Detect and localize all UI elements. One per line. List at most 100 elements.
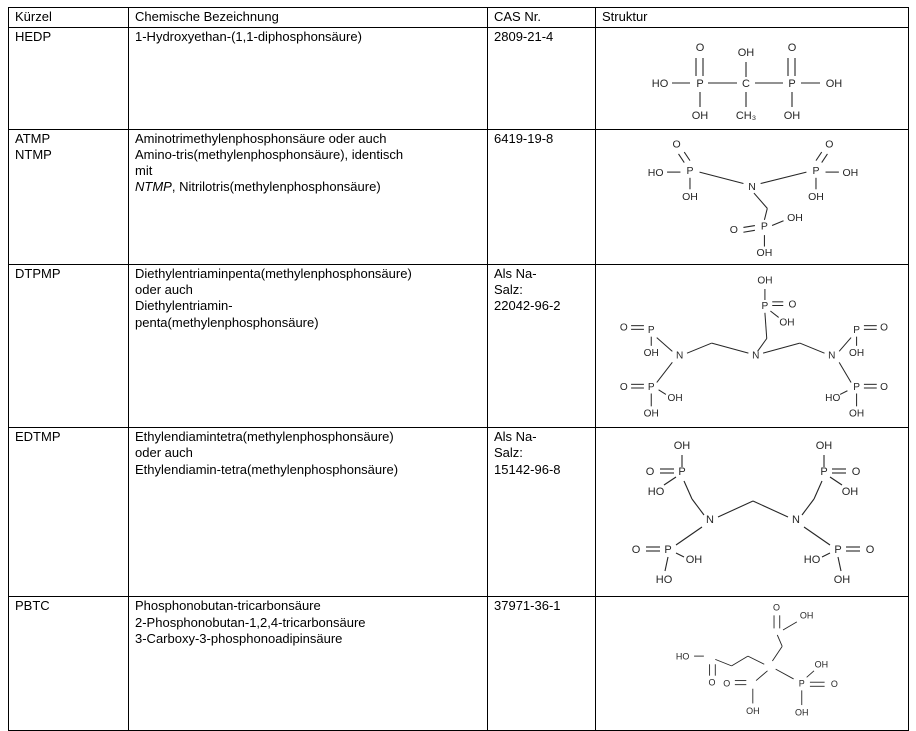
cell-cas: 2809-21-4 <box>487 27 596 130</box>
atom-label: OH <box>746 706 759 716</box>
chem-name-line: penta(methylenphosphonsäure) <box>135 314 319 330</box>
atom-label: HO <box>652 78 669 90</box>
cell-cas: Als Na- Salz: 22042-96-2 <box>487 263 596 429</box>
cell-cas: 37971-36-1 <box>487 596 596 731</box>
abbrev: DTPMP <box>15 265 61 281</box>
cas-line: Salz: <box>494 282 523 297</box>
abbrev: NTMP <box>15 146 52 162</box>
cell-struktur: O P HO OH N O P OH OH P OH O OH <box>595 128 909 265</box>
atom-label: OH <box>686 554 703 566</box>
chem-name-rest: , Nitrilotris(methylenphosphonsäure) <box>171 179 381 195</box>
atom-label: N <box>706 514 714 526</box>
atom-label: OH <box>644 408 659 419</box>
col-header-cas: CAS Nr. <box>487 6 596 29</box>
atom-label: CH₃ <box>736 110 756 122</box>
atom-label: HO <box>648 486 665 498</box>
col-header-bezeichnung: Chemische Bezeichnung <box>128 6 488 29</box>
atom-label: OH <box>668 393 683 404</box>
atom-label: P <box>648 382 655 393</box>
atom-label: P <box>820 466 827 478</box>
cas-line: 22042-96-2 <box>494 298 561 314</box>
atom-label: O <box>880 382 888 393</box>
col-header-struktur: Struktur <box>595 6 909 29</box>
atom-label: OH <box>757 275 772 286</box>
abbrev: EDTMP <box>15 429 61 444</box>
cas-line: Als Na- <box>494 429 537 444</box>
cell-cas: 6419-19-8 <box>487 128 596 265</box>
abbrev: ATMP <box>15 130 51 146</box>
cas-line: 6419-19-8 <box>494 130 554 146</box>
atom-label: OH <box>815 660 828 670</box>
atom-label: OH <box>644 348 659 359</box>
atom-label: P <box>664 544 671 556</box>
atom-label: OH <box>784 110 801 122</box>
structure-edtmp: OH P O HO OH P O OH N N O P OH HO O P HO… <box>632 440 875 586</box>
atom-label: O <box>866 544 875 556</box>
cell-bezeichnung: Aminotrimethylenphosphonsäure oder auch … <box>128 128 488 265</box>
atom-label: O <box>632 544 641 556</box>
cell-bezeichnung: Diethylentriaminpenta(methylenphosphonsä… <box>128 263 488 429</box>
col-header-kuerzel: Kürzel <box>8 6 129 29</box>
cas-line: 15142-96-8 <box>494 461 561 477</box>
cas-line: 37971-36-1 <box>494 598 561 614</box>
chem-name-line: Diethylentriaminpenta(methylenphosphonsä… <box>135 265 412 281</box>
table-row: PBTC Phosphonobutan-tricarbonsäure 2-Pho… <box>8 596 909 731</box>
atom-label: HO <box>825 393 840 404</box>
chem-name-line: mit <box>135 163 153 178</box>
cell-cas: Als Na- Salz: 15142-96-8 <box>487 426 596 598</box>
atom-label: O <box>788 42 797 54</box>
cell-kuerzel: ATMP NTMP <box>8 128 129 265</box>
chem-name-line: 3-Carboxy-3-phosphonoadipinsäure <box>135 630 343 646</box>
cell-struktur: OH P O HO OH P O OH N N O P OH HO O P HO… <box>595 426 909 598</box>
chem-name-line: Ethylendiamintetra(methylenphosphonsäure… <box>135 429 394 444</box>
table-row: EDTMP Ethylendiamintetra(methylenphospho… <box>8 426 909 598</box>
atom-label: OH <box>779 317 794 328</box>
cell-struktur: OH P O OH N N N O P OH O P OH OH O P OH … <box>595 263 909 429</box>
chem-name-line: Diethylentriamin- <box>135 298 233 314</box>
atom-label: O <box>723 679 730 689</box>
atom-label: OH <box>682 190 698 202</box>
chem-name-line: Phosphonobutan-tricarbonsäure <box>135 598 321 614</box>
chemical-table: Kürzel Chemische Bezeichnung CAS Nr. Str… <box>8 6 909 731</box>
atom-label: P <box>686 165 693 177</box>
table-row: DTPMP Diethylentriaminpenta(methylenphos… <box>8 263 909 429</box>
structure-hedp: HO P O OH C CH₃ P O OH OH OH <box>652 42 843 122</box>
table-row: ATMP NTMP Aminotrimethylenphosphonsäure … <box>8 128 909 265</box>
atom-label: O <box>696 42 705 54</box>
atom-label: OH <box>738 47 755 59</box>
atom-label: OH <box>787 211 803 223</box>
chem-name-line: Amino-tris(methylenphosphonsäure), ident… <box>135 146 404 162</box>
atom-label: P <box>760 220 767 232</box>
atom-label: O <box>620 322 628 333</box>
cell-struktur: O OH HO O O OH P OH O OH <box>595 596 909 731</box>
header-row: Kürzel Chemische Bezeichnung CAS Nr. Str… <box>8 6 909 29</box>
atom-label: O <box>729 224 737 236</box>
abbrev: PBTC <box>15 598 50 614</box>
cell-kuerzel: PBTC <box>8 596 129 731</box>
atom-label: P <box>678 466 685 478</box>
atom-label: O <box>646 466 655 478</box>
atom-label: OH <box>816 440 833 452</box>
atom-label: O <box>825 138 833 150</box>
table-row: HEDP 1-Hydroxyethan-(1,1-diphosphonsäure… <box>8 27 909 130</box>
structure-atmp: O P HO OH N O P OH OH P OH O OH <box>647 138 857 259</box>
structure-pbtc: O OH HO O O OH P OH O OH <box>676 603 838 718</box>
structure-dtpmp: OH P O OH N N N O P OH O P OH OH O P OH … <box>620 275 888 419</box>
atom-label: OH <box>849 408 864 419</box>
chem-name-line: Aminotrimethylenphosphonsäure oder auch <box>135 130 387 146</box>
atom-label: O <box>831 679 838 689</box>
atom-label: P <box>788 78 795 90</box>
atom-label: N <box>792 514 800 526</box>
atom-label: OH <box>826 78 843 90</box>
atom-label: P <box>853 382 860 393</box>
atom-label: O <box>620 382 628 393</box>
atom-label: N <box>828 350 835 361</box>
atom-label: OH <box>800 611 813 621</box>
atom-label: OH <box>692 110 709 122</box>
atom-label: P <box>696 78 703 90</box>
atom-label: P <box>762 301 769 312</box>
chem-name-line: oder auch <box>135 445 193 461</box>
atom-label: OH <box>842 486 859 498</box>
chem-name-line: oder auch <box>135 282 193 297</box>
atom-label: P <box>648 325 655 336</box>
